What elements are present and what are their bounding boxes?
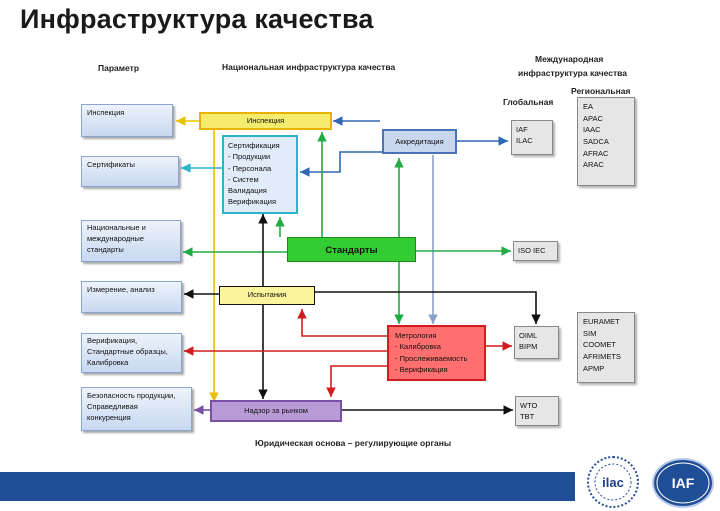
global-wto-tbt: WTO TBT <box>515 396 559 426</box>
iaf-logo-mark: IAF <box>656 462 710 504</box>
header-parameter: Параметр <box>98 63 140 73</box>
ilac-logo-mark: ilac <box>594 463 632 501</box>
header-national: Национальная инфраструктура качества <box>222 62 396 72</box>
page-title: Инфраструктура качества <box>20 4 374 34</box>
param-certificates: Сертификаты <box>81 156 179 187</box>
node-standards: Стандарты <box>287 237 416 262</box>
param-measurement: Измерение, анализ <box>81 281 182 313</box>
global-oiml-bipm: OIML BIPM <box>514 326 559 359</box>
node-accreditation: Аккредитация <box>382 129 457 154</box>
header-regional: Региональная <box>571 86 631 96</box>
header-legal: Юридическая основа – регулирующие органы <box>255 438 452 448</box>
node-metrology: Метрология - Калибровка - Прослеживаемос… <box>387 325 486 381</box>
global-iaf-ilac: IAF ILAC <box>511 120 553 155</box>
node-inspection: Инспекция <box>199 112 332 130</box>
node-market-surveillance: Надзор за рынком <box>210 400 342 422</box>
global-iso-iec: ISO IEC <box>513 241 558 261</box>
header-international-1: Международная <box>535 54 604 64</box>
iaf-logo: IAF <box>652 458 714 508</box>
param-inspection: Инспекция <box>81 104 173 137</box>
param-standards: Национальные и международные стандарты <box>81 220 181 262</box>
footer-bar <box>0 472 575 501</box>
ilac-logo: ilac <box>587 456 639 508</box>
param-safety: Безопасность продукции, Справедливая кон… <box>81 387 192 431</box>
regional-metrology-bodies: EURAMET SIM COOMET AFRIMETS APMP <box>577 312 635 383</box>
node-testing: Испытания <box>219 286 315 305</box>
regional-accreditation-bodies: EA APAC IAAC SADCA AFRAC ARAC <box>577 97 635 186</box>
header-global: Глобальная <box>503 97 554 107</box>
svg-text:ilac: ilac <box>602 475 624 490</box>
param-verification: Верификация, Стандартные образцы, Калибр… <box>81 333 182 373</box>
header-international-2: инфраструктура качества <box>518 68 627 78</box>
node-certification: Сертификация - Продукции - Персонала - С… <box>222 135 298 214</box>
svg-text:IAF: IAF <box>672 475 695 491</box>
